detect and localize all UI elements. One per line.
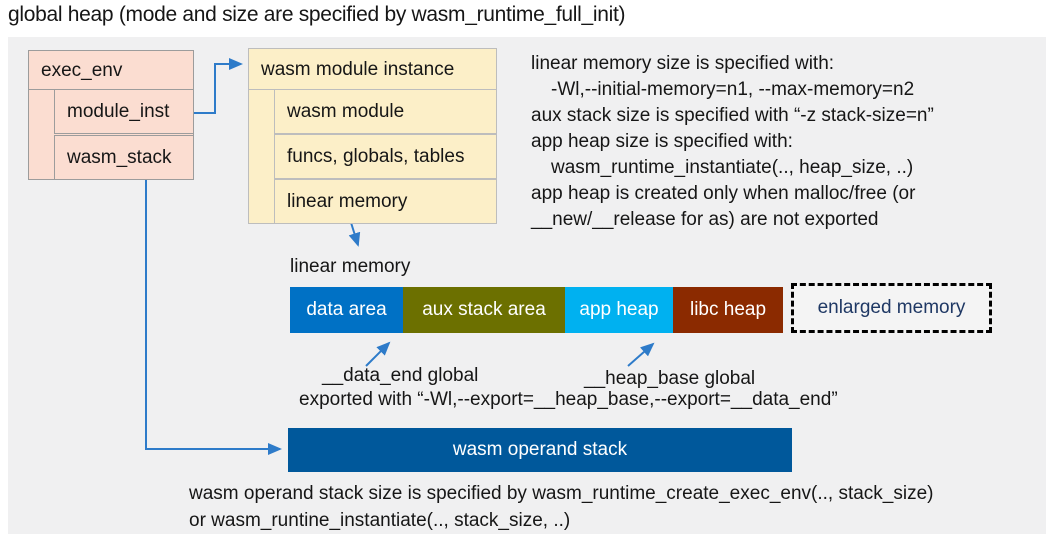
note-line: app heap is created only when malloc/fre… bbox=[531, 183, 916, 204]
note-line: -Wl,--initial-memory=n1, --max-memory=n2 bbox=[551, 79, 915, 100]
linear-memory-label: linear memory bbox=[290, 256, 411, 277]
wasm-module-instance-box: wasm module instance wasm module funcs, … bbox=[248, 48, 497, 224]
segment-app-heap: app heap bbox=[565, 287, 673, 333]
exported-flags-label: exported with “-Wl,--export=__heap_base,… bbox=[299, 389, 838, 410]
note-line: wasm_runtime_instantiate(.., heap_size, … bbox=[551, 157, 914, 178]
exec-env-field-wasm-stack: wasm_stack bbox=[54, 135, 194, 180]
note-line: __new/__release for as) are not exported bbox=[531, 209, 879, 230]
note-line: or wasm_runtine_instantiate(.., stack_si… bbox=[189, 510, 571, 531]
heap-base-global-label: __heap_base global bbox=[584, 368, 756, 389]
operand-stack-bar: wasm operand stack bbox=[288, 428, 792, 472]
diagram-title: global heap (mode and size are specified… bbox=[8, 3, 626, 26]
exec-env-title: exec_env bbox=[29, 51, 193, 90]
operand-stack-notes: wasm operand stack size is specified by … bbox=[189, 480, 934, 534]
exec-env-field-module-inst: module_inst bbox=[54, 89, 194, 134]
note-line: wasm operand stack size is specified by … bbox=[189, 483, 934, 504]
memory-size-notes: linear memory size is specified with: -W… bbox=[531, 51, 934, 233]
segment-aux-stack-area: aux stack area bbox=[403, 287, 565, 333]
note-line: linear memory size is specified with: bbox=[531, 53, 835, 74]
module-instance-title: wasm module instance bbox=[249, 49, 496, 90]
segment-enlarged-memory: enlarged memory bbox=[791, 283, 992, 333]
module-instance-field-wasm-module: wasm module bbox=[274, 89, 497, 134]
note-line: app heap size is specified with: bbox=[531, 131, 793, 152]
exec-env-box: exec_env module_inst wasm_stack bbox=[28, 50, 194, 180]
segment-data-area: data area bbox=[290, 287, 403, 333]
module-instance-field-funcs-globals-tables: funcs, globals, tables bbox=[274, 134, 497, 179]
data-end-global-label: __data_end global bbox=[322, 365, 479, 386]
note-line: aux stack size is specified with “-z sta… bbox=[531, 105, 934, 126]
segment-libc-heap: libc heap bbox=[673, 287, 783, 333]
module-instance-field-linear-memory: linear memory bbox=[274, 179, 497, 224]
